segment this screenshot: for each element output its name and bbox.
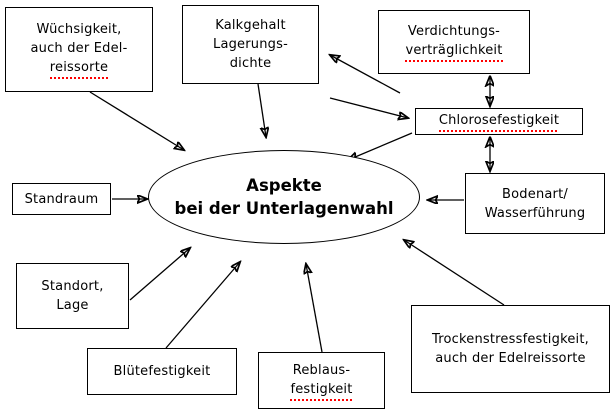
node-reblausfestigkeit[interactable]: Reblaus- festigkeit <box>258 352 385 409</box>
node-line: Lage <box>56 298 89 313</box>
node-standort-lage[interactable]: Standort, Lage <box>16 263 129 329</box>
arrow-kalkgehalt-to-chlorosefestigkeit <box>329 97 408 118</box>
center-title-line2: bei der Unterlagenwahl <box>174 199 394 218</box>
node-line: Trockenstressfestigkeit, <box>432 332 589 347</box>
arrow-reblausfestigkeit-to-center <box>306 264 323 353</box>
node-line-spellchecked: reissorte <box>49 58 109 79</box>
node-trockenstressfestigkeit[interactable]: Trockenstressfestigkeit, auch der Edelre… <box>411 305 610 393</box>
node-line: auch der Edelreissorte <box>435 351 586 366</box>
node-standraum[interactable]: Standraum <box>12 183 111 215</box>
node-line: Reblaus- <box>292 362 351 378</box>
arrow-kalkgehalt-to-center <box>257 83 266 137</box>
node-line: Wasserführung <box>484 205 586 221</box>
node-line: Blütefestigkeit <box>113 364 211 379</box>
node-line: Standort, <box>41 279 104 294</box>
arrow-bluetefestigkeit-to-center <box>165 262 240 349</box>
node-line: Standraum <box>24 191 99 207</box>
node-line-spellchecked: Chlorosefestigkeit <box>438 111 560 132</box>
node-line: Bodenart/ <box>502 186 568 202</box>
node-chlorosefestigkeit[interactable]: Chlorosefestigkeit <box>415 108 583 135</box>
node-bluetefestigkeit[interactable]: Blütefestigkeit <box>87 348 237 395</box>
node-line-spellchecked: verträglichkeit <box>405 41 503 62</box>
node-verdichtungsvertraeglichkeit[interactable]: Verdichtungs- verträglichkeit <box>378 10 530 74</box>
arrow-standort-to-center <box>129 248 190 301</box>
arrow-wuechsigkeit-to-center <box>89 91 184 150</box>
node-kalkgehalt[interactable]: Kalkgehalt Lagerungs- dichte <box>182 5 319 84</box>
arrow-chlorosefestigkeit-to-center <box>348 132 413 160</box>
node-line: auch der Edel- <box>30 41 128 56</box>
node-line: Lagerungs- <box>213 37 288 52</box>
node-line: dichte <box>229 56 272 71</box>
node-bodenart-wasserfuehrung[interactable]: Bodenart/ Wasserführung <box>465 173 605 234</box>
center-node[interactable]: Aspekte bei der Unterlagenwahl <box>148 150 420 244</box>
center-title-line1: Aspekte <box>246 176 322 195</box>
arrow-trockenstress-to-center <box>404 240 505 306</box>
node-wuechsigkeit[interactable]: Wüchsigkeit, auch der Edel- reissorte <box>5 7 153 92</box>
node-line-spellchecked: festigkeit <box>290 379 353 401</box>
node-line: Verdichtungs- <box>407 24 501 39</box>
arrow-verdichtung-to-kalkgehalt <box>330 55 401 94</box>
node-line: Wüchsigkeit, <box>36 22 122 37</box>
node-line: Kalkgehalt <box>215 18 286 33</box>
